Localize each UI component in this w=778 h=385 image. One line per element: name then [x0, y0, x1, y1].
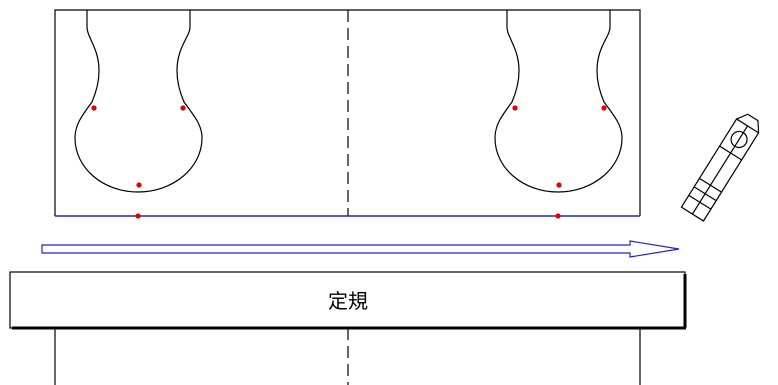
- marker-dot: [512, 105, 518, 111]
- marker-dot: [135, 213, 141, 219]
- ruler: 定規: [9, 271, 687, 330]
- left-keyhole-cutout: [74, 10, 203, 193]
- ruler-body: [9, 271, 686, 329]
- marker-dot: [180, 105, 186, 111]
- marker-dot: [555, 213, 561, 219]
- reference-markers: [91, 105, 607, 219]
- ruler-label: 定規: [328, 289, 368, 313]
- marker-dot: [91, 105, 97, 111]
- marker-dot: [556, 182, 562, 188]
- panel-outline: [54, 9, 641, 216]
- right-keyhole-cutout: [494, 10, 623, 193]
- utility-knife-icon: [680, 113, 760, 222]
- marker-dot: [601, 105, 607, 111]
- cut-direction-arrow: [41, 240, 680, 258]
- marker-dot: [136, 182, 142, 188]
